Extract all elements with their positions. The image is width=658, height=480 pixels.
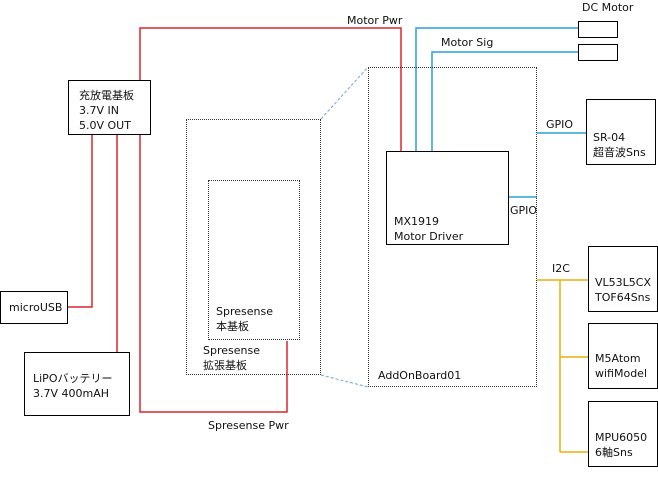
charger-input: 3.7V IN [79,104,119,117]
m5atom-model: M5Atom [595,352,641,365]
charger-board: 充放電基板 3.7V IN 5.0V OUT [68,80,151,135]
gpio-driver-label: GPIO [510,204,538,217]
dc-motor-b [578,44,618,61]
vl53-desc: TOF64Sns [595,291,651,304]
spresense-main-label-1: Spresense [216,305,273,318]
usb-power-wire [68,135,93,308]
addon-board-frame [368,67,537,387]
sr04-sensor: SR-04 超音波Sns [586,99,656,165]
wiring-diagram [68,27,588,453]
vl53-model: VL53L5CX [595,276,651,289]
m5atom-module: M5Atom wifiModel [588,323,658,389]
mpu6050-sensor: MPU6050 6軸Sns [588,401,658,467]
charger-title: 充放電基板 [79,89,134,102]
microusb-box: microUSB [0,291,68,324]
motor-b-wire [431,51,578,151]
sr04-desc: 超音波Sns [593,146,646,159]
m5atom-desc: wifiModel [595,367,648,380]
mpu-model: MPU6050 [595,431,648,444]
spresense-ext-label-2: 拡張基板 [203,359,247,372]
charger-output: 5.0V OUT [79,119,131,132]
motor-pwr-label: Motor Pwr [347,14,403,27]
spresense-main-frame [208,180,300,340]
lipo-spec: 3.7V 400mAH [33,387,110,400]
i2c-label: I2C [552,262,570,275]
mpu-desc: 6軸Sns [595,446,633,459]
dc-motor-a [578,21,618,38]
motor-sig-label: Motor Sig [441,36,494,49]
microusb-label: microUSB [9,301,63,314]
spresense-power-wire [139,135,288,413]
addon-board-label: AddOnBoard01 [378,369,462,382]
dc-motor-label: DC Motor [582,1,634,14]
driver-desc: Motor Driver [394,230,464,243]
motor-driver: MX1919 Motor Driver [386,151,509,245]
zoom-line-top [320,66,369,120]
sr04-model: SR-04 [593,131,626,144]
gpio-top-label: GPIO [546,118,574,131]
motor-a-wire [415,27,578,151]
driver-model: MX1919 [394,215,440,228]
vl53-sensor: VL53L5CX TOF64Sns [588,246,658,312]
spresense-ext-frame [186,119,321,375]
zoom-line-bottom [320,374,369,388]
spresense-main-label-2: 本基板 [216,320,249,333]
spresense-ext-label-1: Spresense [203,344,260,357]
lipo-title: LiPOバッテリー [33,372,113,385]
motor-power-wire [139,27,402,151]
lipo-battery: LiPOバッテリー 3.7V 400mAH [24,352,130,416]
spresense-pwr-label: Spresense Pwr [208,419,289,432]
